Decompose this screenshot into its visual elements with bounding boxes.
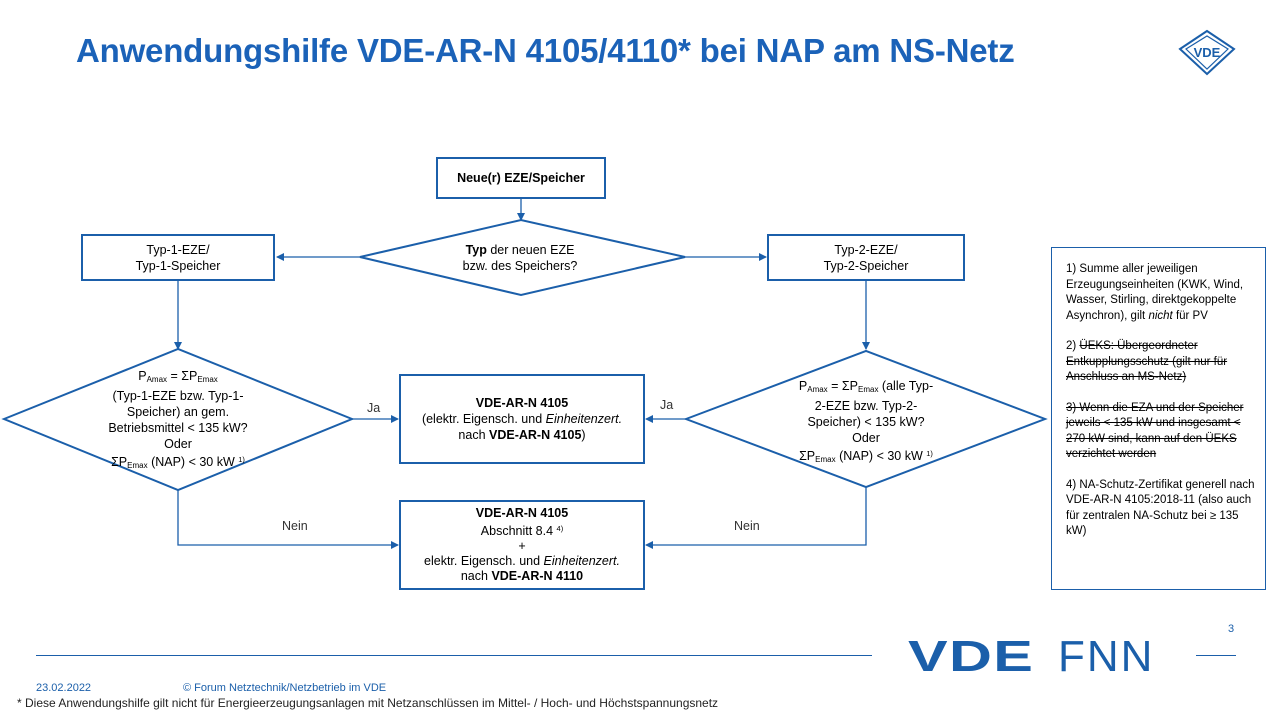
r1-line2: (elektr. Eigensch. und Einheitenzert.	[422, 411, 622, 427]
decision-typ-line2: bzw. des Speichers?	[462, 259, 578, 273]
result-4105-node: VDE-AR-N 4105 (elektr. Eigensch. und Ein…	[399, 374, 645, 464]
r1-line3b: VDE-AR-N 4105	[489, 428, 582, 442]
note-2-num: 2)	[1066, 340, 1080, 352]
footer-divider-left	[36, 655, 872, 656]
arrow-right-nein	[645, 487, 867, 549]
rd-tail: (NAP) < 30 kW	[835, 449, 927, 463]
ld-tail: (NAP) < 30 kW	[147, 455, 239, 469]
note-2: 2) ÜEKS: Übergeordneter Entkupplungsschu…	[1066, 339, 1257, 386]
decision-right-text: PAmax = ΣPEmax (alle Typ- 2-EZE bzw. Typ…	[771, 378, 961, 468]
ld-e-sub: Emax	[197, 375, 218, 384]
arrow-left-nein	[177, 490, 399, 549]
footnote: * Diese Anwendungshilfe gilt nicht für E…	[17, 696, 719, 710]
ja-left-label: Ja	[367, 401, 381, 415]
ld-sum-sub: Emax	[127, 461, 148, 470]
r2-line4b: Einheitenzert.	[543, 554, 620, 568]
ld-line4: Betriebsmittel < 135 kW?	[108, 421, 248, 435]
note-1-tail: für PV	[1172, 309, 1208, 322]
rd-sup: 1)	[926, 449, 933, 458]
rd-line3: Speicher) < 135 kW?	[807, 415, 925, 429]
ld-eq: = ΣP	[167, 369, 198, 383]
note-1-text: 1) Summe aller jeweiligen Erzeugungseinh…	[1066, 263, 1244, 322]
note-1: 1) Summe aller jeweiligen Erzeugungseinh…	[1066, 262, 1257, 324]
r2-line5a: nach	[460, 569, 492, 583]
r2-plus: +	[518, 539, 526, 553]
rd-p-sub: Amax	[807, 385, 828, 394]
notes-box: 1) Summe aller jeweiligen Erzeugungseinh…	[1051, 247, 1266, 590]
ld-line2: (Typ-1-EZE bzw. Typ-1-	[112, 389, 244, 403]
rd-sum: ΣP	[799, 449, 816, 463]
r1-line3a: nach	[458, 428, 490, 442]
r2-line5: nach VDE-AR-N 4110	[461, 569, 583, 584]
page-title: Anwendungshilfe VDE-AR-N 4105/4110* bei …	[76, 32, 1015, 69]
decision-right	[683, 349, 1048, 489]
nein-right-label: Nein	[734, 519, 760, 533]
r2-line2-text: Abschnitt 8.4	[480, 524, 557, 538]
typ2-node: Typ-2-EZE/ Typ-2-Speicher	[767, 234, 965, 281]
page-number: 3	[1228, 623, 1235, 635]
note-2-text: ÜEKS: Übergeordneter Entkupplungsschutz …	[1066, 340, 1228, 383]
r2-line4a: elektr. Eigensch. und	[424, 554, 544, 568]
rd-eq-tail: (alle Typ-	[878, 379, 934, 393]
r2-title: VDE-AR-N 4105	[475, 506, 569, 520]
ld-line3: Speicher) an gem.	[126, 405, 230, 419]
rd-p: P	[798, 379, 808, 393]
ld-p-sub: Amax	[146, 375, 168, 384]
ld-sup: 1)	[238, 455, 245, 464]
r1-line2a: (elektr. Eigensch. und	[421, 412, 546, 426]
typ1-node: Typ-1-EZE/ Typ-1-Speicher	[81, 234, 275, 281]
note-1-italic: nicht	[1148, 309, 1173, 322]
decision-left-text: PAmax = ΣPEmax (Typ-1-EZE bzw. Typ-1- Sp…	[88, 368, 268, 474]
rd-line2: 2-EZE bzw. Typ-2-	[814, 399, 918, 413]
typ2-line2: Typ-2-Speicher	[823, 258, 909, 273]
r1-line2b: Einheitenzert.	[545, 412, 623, 426]
decision-left	[1, 347, 355, 492]
decision-typ-text: Typ der neuen EZE bzw. des Speichers?	[420, 242, 620, 274]
ld-sum: ΣP	[111, 455, 128, 469]
nein-left-label: Nein	[282, 519, 308, 533]
result-4110-node: VDE-AR-N 4105 Abschnitt 8.4 4) + elektr.…	[399, 500, 645, 590]
ld-p: P	[138, 369, 147, 383]
typ2-line1: Typ-2-EZE/	[834, 242, 898, 257]
rd-e-sub: Emax	[858, 385, 879, 394]
vde-badge-logo: VDE	[1178, 29, 1236, 76]
decision-typ	[359, 218, 686, 297]
r1-line3c: )	[581, 428, 586, 442]
r2-line4: elektr. Eigensch. und Einheitenzert.	[424, 554, 620, 569]
rd-eq: = ΣP	[827, 379, 858, 393]
ld-line5: Oder	[164, 437, 192, 451]
footer-copyright: © Forum Netztechnik/Netzbetrieb im VDE	[183, 682, 387, 694]
start-node: Neue(r) EZE/Speicher	[436, 157, 606, 199]
footer-divider-right	[1196, 655, 1236, 656]
fnn-logo: FNN	[1058, 632, 1155, 681]
r2-line5b: VDE-AR-N 4110	[491, 569, 584, 583]
rd-sum-sub: Emax	[815, 455, 836, 464]
decision-typ-line1: der neuen EZE	[486, 243, 575, 257]
r1-line3: nach VDE-AR-N 4105)	[458, 427, 585, 443]
footer-date: 23.02.2022	[36, 682, 92, 694]
ja-right-label: Ja	[660, 398, 674, 412]
start-node-label: Neue(r) EZE/Speicher	[457, 171, 585, 185]
r2-sup: 4)	[556, 524, 564, 533]
r2-line2: Abschnitt 8.4 4)	[481, 521, 563, 539]
rd-line4: Oder	[852, 431, 880, 445]
decision-typ-bold: Typ	[465, 243, 487, 257]
note-4: 4) NA-Schutz-Zertifikat generell nach VD…	[1066, 478, 1255, 538]
note-3: 3) Wenn die EZA und der Speicher jeweils…	[1066, 401, 1244, 461]
r1-title: VDE-AR-N 4105	[475, 396, 569, 410]
vde-logo: VDE	[908, 632, 1035, 681]
typ1-line2: Typ-1-Speicher	[135, 258, 221, 273]
typ1-line1: Typ-1-EZE/	[146, 242, 210, 257]
vde-badge-text: VDE	[1194, 45, 1221, 60]
